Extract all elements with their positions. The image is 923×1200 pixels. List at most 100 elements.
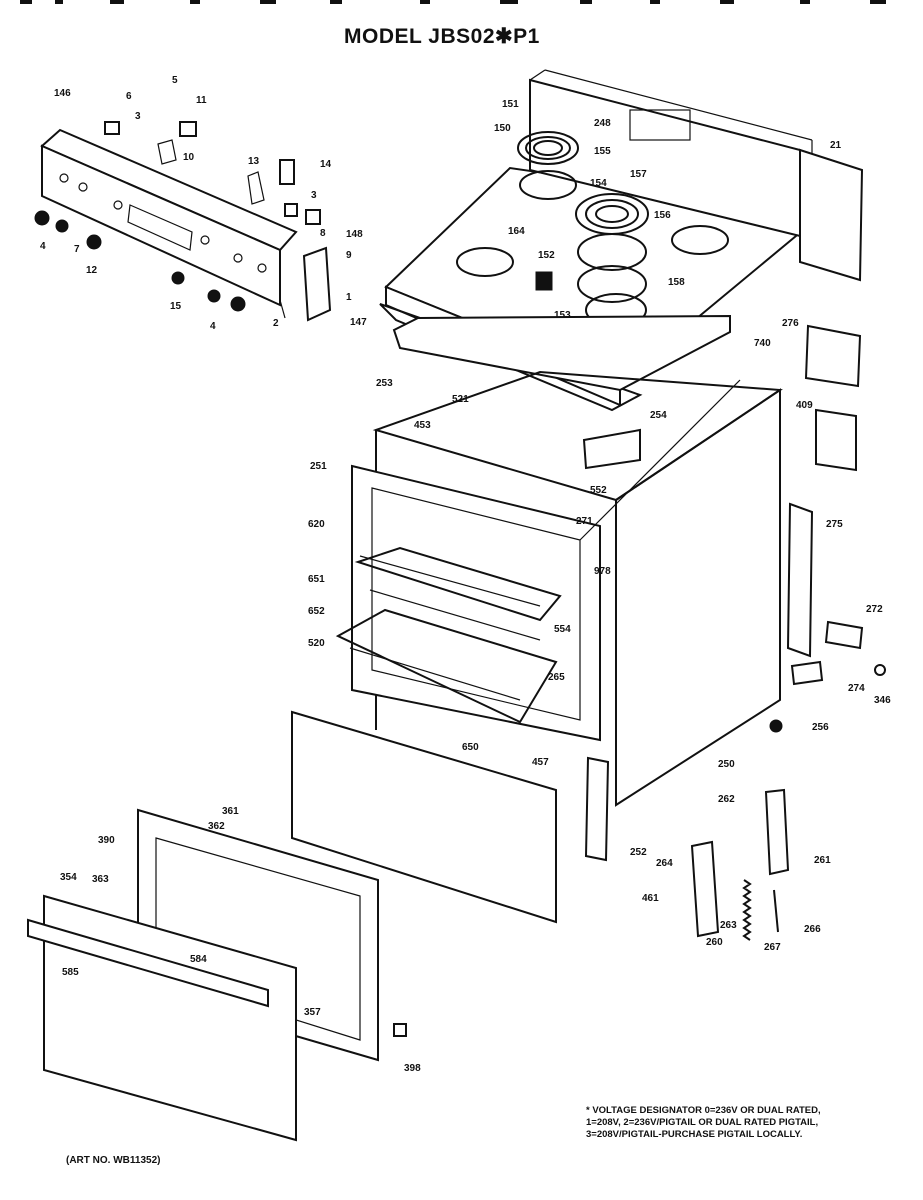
callout-252: 252 — [630, 847, 647, 858]
callout-262: 262 — [718, 794, 735, 805]
callout-4: 4 — [40, 241, 46, 252]
art-number: (ART NO. WB11352) — [66, 1155, 161, 1166]
callout-260: 260 — [706, 937, 723, 948]
footnote-line-3: 3=208V/PIGTAIL-PURCHASE PIGTAIL LOCALLY. — [586, 1129, 803, 1140]
callout-521: 521 — [452, 394, 469, 405]
callout-12: 12 — [86, 265, 98, 276]
callout-2: 2 — [273, 318, 279, 329]
callout-274: 274 — [848, 683, 865, 694]
control-panel — [40, 128, 298, 319]
oven-body — [351, 370, 783, 807]
callout-276: 276 — [782, 318, 799, 329]
rod-266 — [773, 889, 779, 933]
door-panel-354 — [27, 894, 297, 1142]
callout-248: 248 — [594, 118, 611, 129]
callout-453: 453 — [414, 420, 431, 431]
callout-8: 8 — [320, 228, 326, 239]
callout-6: 6 — [126, 91, 132, 102]
callout-3: 3 — [311, 190, 317, 201]
callout-266: 266 — [804, 924, 821, 935]
callout-620: 620 — [308, 519, 325, 530]
callout-15: 15 — [170, 301, 182, 312]
callout-157: 157 — [630, 169, 647, 180]
callout-7: 7 — [74, 244, 80, 255]
callout-155: 155 — [594, 146, 611, 157]
callout-158: 158 — [668, 277, 685, 288]
callout-584: 584 — [190, 954, 207, 965]
callout-164: 164 — [508, 226, 525, 237]
washer-346 — [874, 664, 886, 676]
callout-151: 151 — [502, 99, 519, 110]
footnote-line-1: * VOLTAGE DESIGNATOR 0=236V OR DUAL RATE… — [586, 1105, 821, 1116]
bracket-275 — [786, 502, 814, 658]
callout-11: 11 — [196, 95, 207, 106]
rear-panel-21 — [799, 148, 864, 282]
plate-276 — [804, 324, 862, 388]
callout-148: 148 — [346, 229, 363, 240]
callout-5: 5 — [172, 75, 178, 86]
spring-267 — [742, 879, 752, 941]
callout-650: 650 — [462, 742, 479, 753]
callout-1: 1 — [346, 292, 352, 303]
bracket-9 — [302, 246, 332, 322]
callout-254: 254 — [650, 410, 667, 421]
callout-9: 9 — [346, 250, 352, 261]
callout-275: 275 — [826, 519, 843, 530]
callout-13: 13 — [248, 156, 260, 167]
callout-457: 457 — [532, 757, 549, 768]
callout-346: 346 — [874, 695, 891, 706]
callout-585: 585 — [62, 967, 79, 978]
callout-740: 740 — [754, 338, 771, 349]
callout-363: 363 — [92, 874, 109, 885]
hinge-bracket-252 — [584, 756, 610, 862]
callout-267: 267 — [764, 942, 781, 953]
drip-pan-253 — [392, 314, 731, 392]
callout-461: 461 — [642, 893, 659, 904]
top-edge-marks — [0, 0, 923, 8]
voltage-footnote: * VOLTAGE DESIGNATOR 0=236V OR DUAL RATE… — [586, 1105, 916, 1141]
callout-272: 272 — [866, 604, 883, 615]
footnote-line-2: 1=208V, 2=236V/PIGTAIL OR DUAL RATED PIG… — [586, 1117, 819, 1128]
clip-398 — [393, 1023, 407, 1037]
callout-250: 250 — [718, 759, 735, 770]
callout-652: 652 — [308, 606, 325, 617]
callout-265: 265 — [548, 672, 565, 683]
callout-520: 520 — [308, 638, 325, 649]
hinge-261 — [764, 788, 790, 876]
surface-units — [517, 131, 649, 303]
callout-362: 362 — [208, 821, 225, 832]
callout-10: 10 — [183, 152, 195, 163]
callout-251: 251 — [310, 461, 327, 472]
box-409 — [815, 408, 857, 472]
callout-651: 651 — [308, 574, 325, 585]
callout-263: 263 — [720, 920, 737, 931]
model-title: MODEL JBS02✱P1 — [344, 25, 540, 48]
element-cover-254 — [582, 428, 641, 470]
callout-261: 261 — [814, 855, 831, 866]
storage-drawer-457 — [291, 710, 557, 924]
callout-3: 3 — [135, 111, 141, 122]
callout-152: 152 — [538, 250, 555, 261]
callout-146: 146 — [54, 88, 71, 99]
callout-150: 150 — [494, 123, 511, 134]
callout-354: 354 — [60, 872, 77, 883]
nut-256 — [769, 719, 783, 733]
switches — [104, 121, 321, 225]
callout-978: 978 — [594, 566, 611, 577]
callout-409: 409 — [796, 400, 813, 411]
callout-398: 398 — [404, 1063, 421, 1074]
callout-4: 4 — [210, 321, 216, 332]
callout-361: 361 — [222, 806, 239, 817]
terminal-block-272 — [824, 620, 864, 650]
callout-552: 552 — [590, 485, 607, 496]
hinge-260 — [690, 840, 720, 938]
callout-256: 256 — [812, 722, 829, 733]
callout-153: 153 — [554, 310, 571, 321]
callout-264: 264 — [656, 858, 673, 869]
callout-271: 271 — [576, 516, 593, 527]
callout-357: 357 — [304, 1007, 321, 1018]
callout-253: 253 — [376, 378, 393, 389]
callout-154: 154 — [590, 178, 607, 189]
callout-390: 390 — [98, 835, 115, 846]
